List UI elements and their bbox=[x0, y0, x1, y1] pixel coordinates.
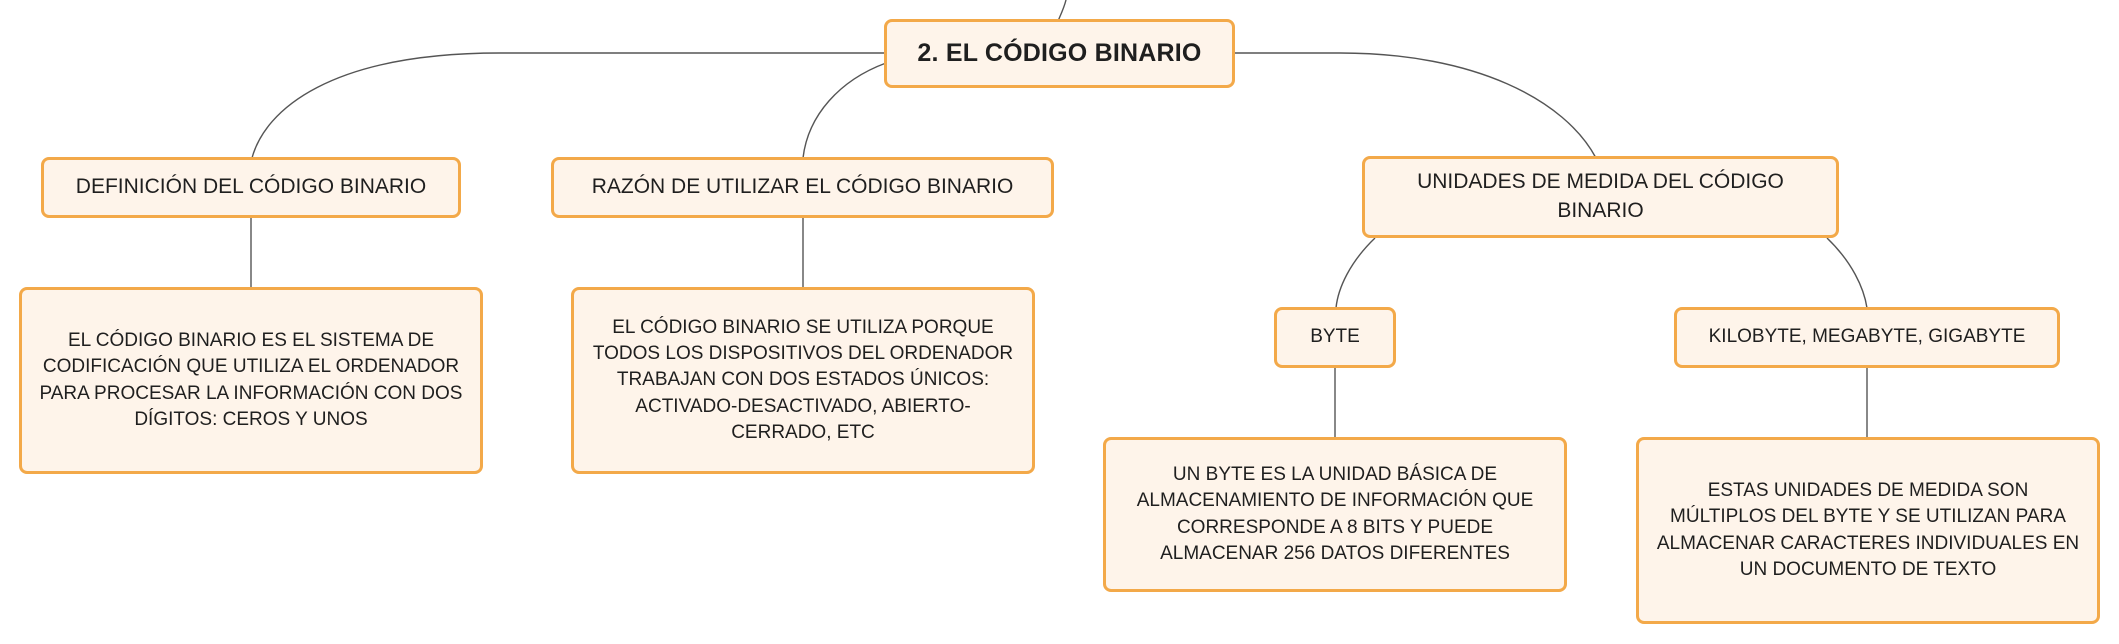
description-multiplos[interactable]: ESTAS UNIDADES DE MEDIDA SON MÚLTIPLOS D… bbox=[1636, 437, 2100, 624]
topic-unidades[interactable]: UNIDADES DE MEDIDA DEL CÓDIGO BINARIO bbox=[1362, 156, 1839, 238]
topic-razon-label: RAZÓN DE UTILIZAR EL CÓDIGO BINARIO bbox=[591, 175, 1014, 199]
topic-definicion-label: DEFINICIÓN DEL CÓDIGO BINARIO bbox=[75, 175, 427, 199]
topic-definicion[interactable]: DEFINICIÓN DEL CÓDIGO BINARIO bbox=[41, 157, 461, 218]
subtopic-multiplos[interactable]: KILOBYTE, MEGABYTE, GIGABYTE bbox=[1674, 307, 2060, 368]
subtopic-multiplos-label: KILOBYTE, MEGABYTE, GIGABYTE bbox=[1708, 326, 2026, 348]
description-byte[interactable]: UN BYTE ES LA UNIDAD BÁSICA DE ALMACENAM… bbox=[1103, 437, 1567, 592]
description-definicion-text: EL CÓDIGO BINARIO ES EL SISTEMA DE CODIF… bbox=[39, 330, 463, 430]
connector-root-unidades bbox=[1234, 52, 1597, 159]
description-multiplos-text: ESTAS UNIDADES DE MEDIDA SON MÚLTIPLOS D… bbox=[1656, 480, 2080, 580]
connector-root-definicion bbox=[251, 52, 886, 159]
description-byte-text: UN BYTE ES LA UNIDAD BÁSICA DE ALMACENAM… bbox=[1136, 464, 1534, 564]
subtopic-byte-label: BYTE bbox=[1310, 326, 1360, 348]
topic-unidades-label: UNIDADES DE MEDIDA DEL CÓDIGO BINARIO bbox=[1417, 170, 1784, 222]
connector-unidades-byte bbox=[1335, 237, 1376, 309]
root-node[interactable]: 2. EL CÓDIGO BINARIO bbox=[884, 19, 1235, 88]
subtopic-byte[interactable]: BYTE bbox=[1274, 307, 1396, 368]
topic-razon[interactable]: RAZÓN DE UTILIZAR EL CÓDIGO BINARIO bbox=[551, 157, 1054, 218]
description-razon[interactable]: EL CÓDIGO BINARIO SE UTILIZA PORQUE TODO… bbox=[571, 287, 1035, 474]
connector-unidades-multiplos bbox=[1826, 237, 1868, 309]
root-label: 2. EL CÓDIGO BINARIO bbox=[917, 39, 1202, 68]
description-razon-text: EL CÓDIGO BINARIO SE UTILIZA PORQUE TODO… bbox=[592, 316, 1014, 443]
connector-parent-link bbox=[1057, 0, 1067, 22]
connector-root-razon bbox=[802, 62, 887, 159]
description-definicion[interactable]: EL CÓDIGO BINARIO ES EL SISTEMA DE CODIF… bbox=[19, 287, 483, 474]
